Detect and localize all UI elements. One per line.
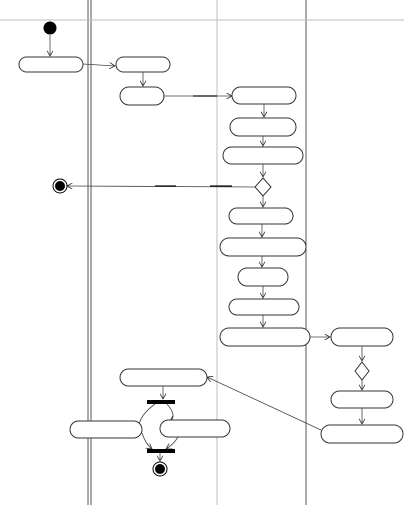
activity-node — [69, 420, 143, 439]
activity-node — [159, 419, 231, 438]
activity-node — [320, 424, 404, 444]
activity-node — [231, 86, 297, 105]
initial-node — [43, 21, 57, 35]
activity-node — [228, 298, 300, 316]
flow-arrow — [207, 377, 322, 431]
activity-node — [222, 146, 304, 165]
flow-arrow — [166, 403, 173, 421]
activity-node — [229, 117, 297, 137]
activity-node — [228, 207, 294, 225]
activity-node — [330, 390, 394, 409]
activity-node — [18, 56, 84, 73]
activity-node — [219, 327, 311, 347]
activity-final-node-inner — [155, 464, 165, 474]
activity-node — [119, 368, 208, 387]
join-bar — [147, 449, 175, 453]
flow-arrow — [166, 436, 179, 449]
activity-node — [330, 327, 394, 347]
activity-node — [219, 237, 307, 257]
decision-node — [254, 177, 272, 197]
activity-node — [237, 267, 289, 287]
decision-node — [354, 361, 370, 381]
activity-node — [115, 56, 171, 73]
activity-final-node-inner — [55, 181, 65, 191]
flow-arrow — [141, 432, 152, 449]
flow-arrow — [82, 64, 115, 66]
fork-bar — [147, 400, 175, 404]
activity-node — [119, 86, 165, 106]
